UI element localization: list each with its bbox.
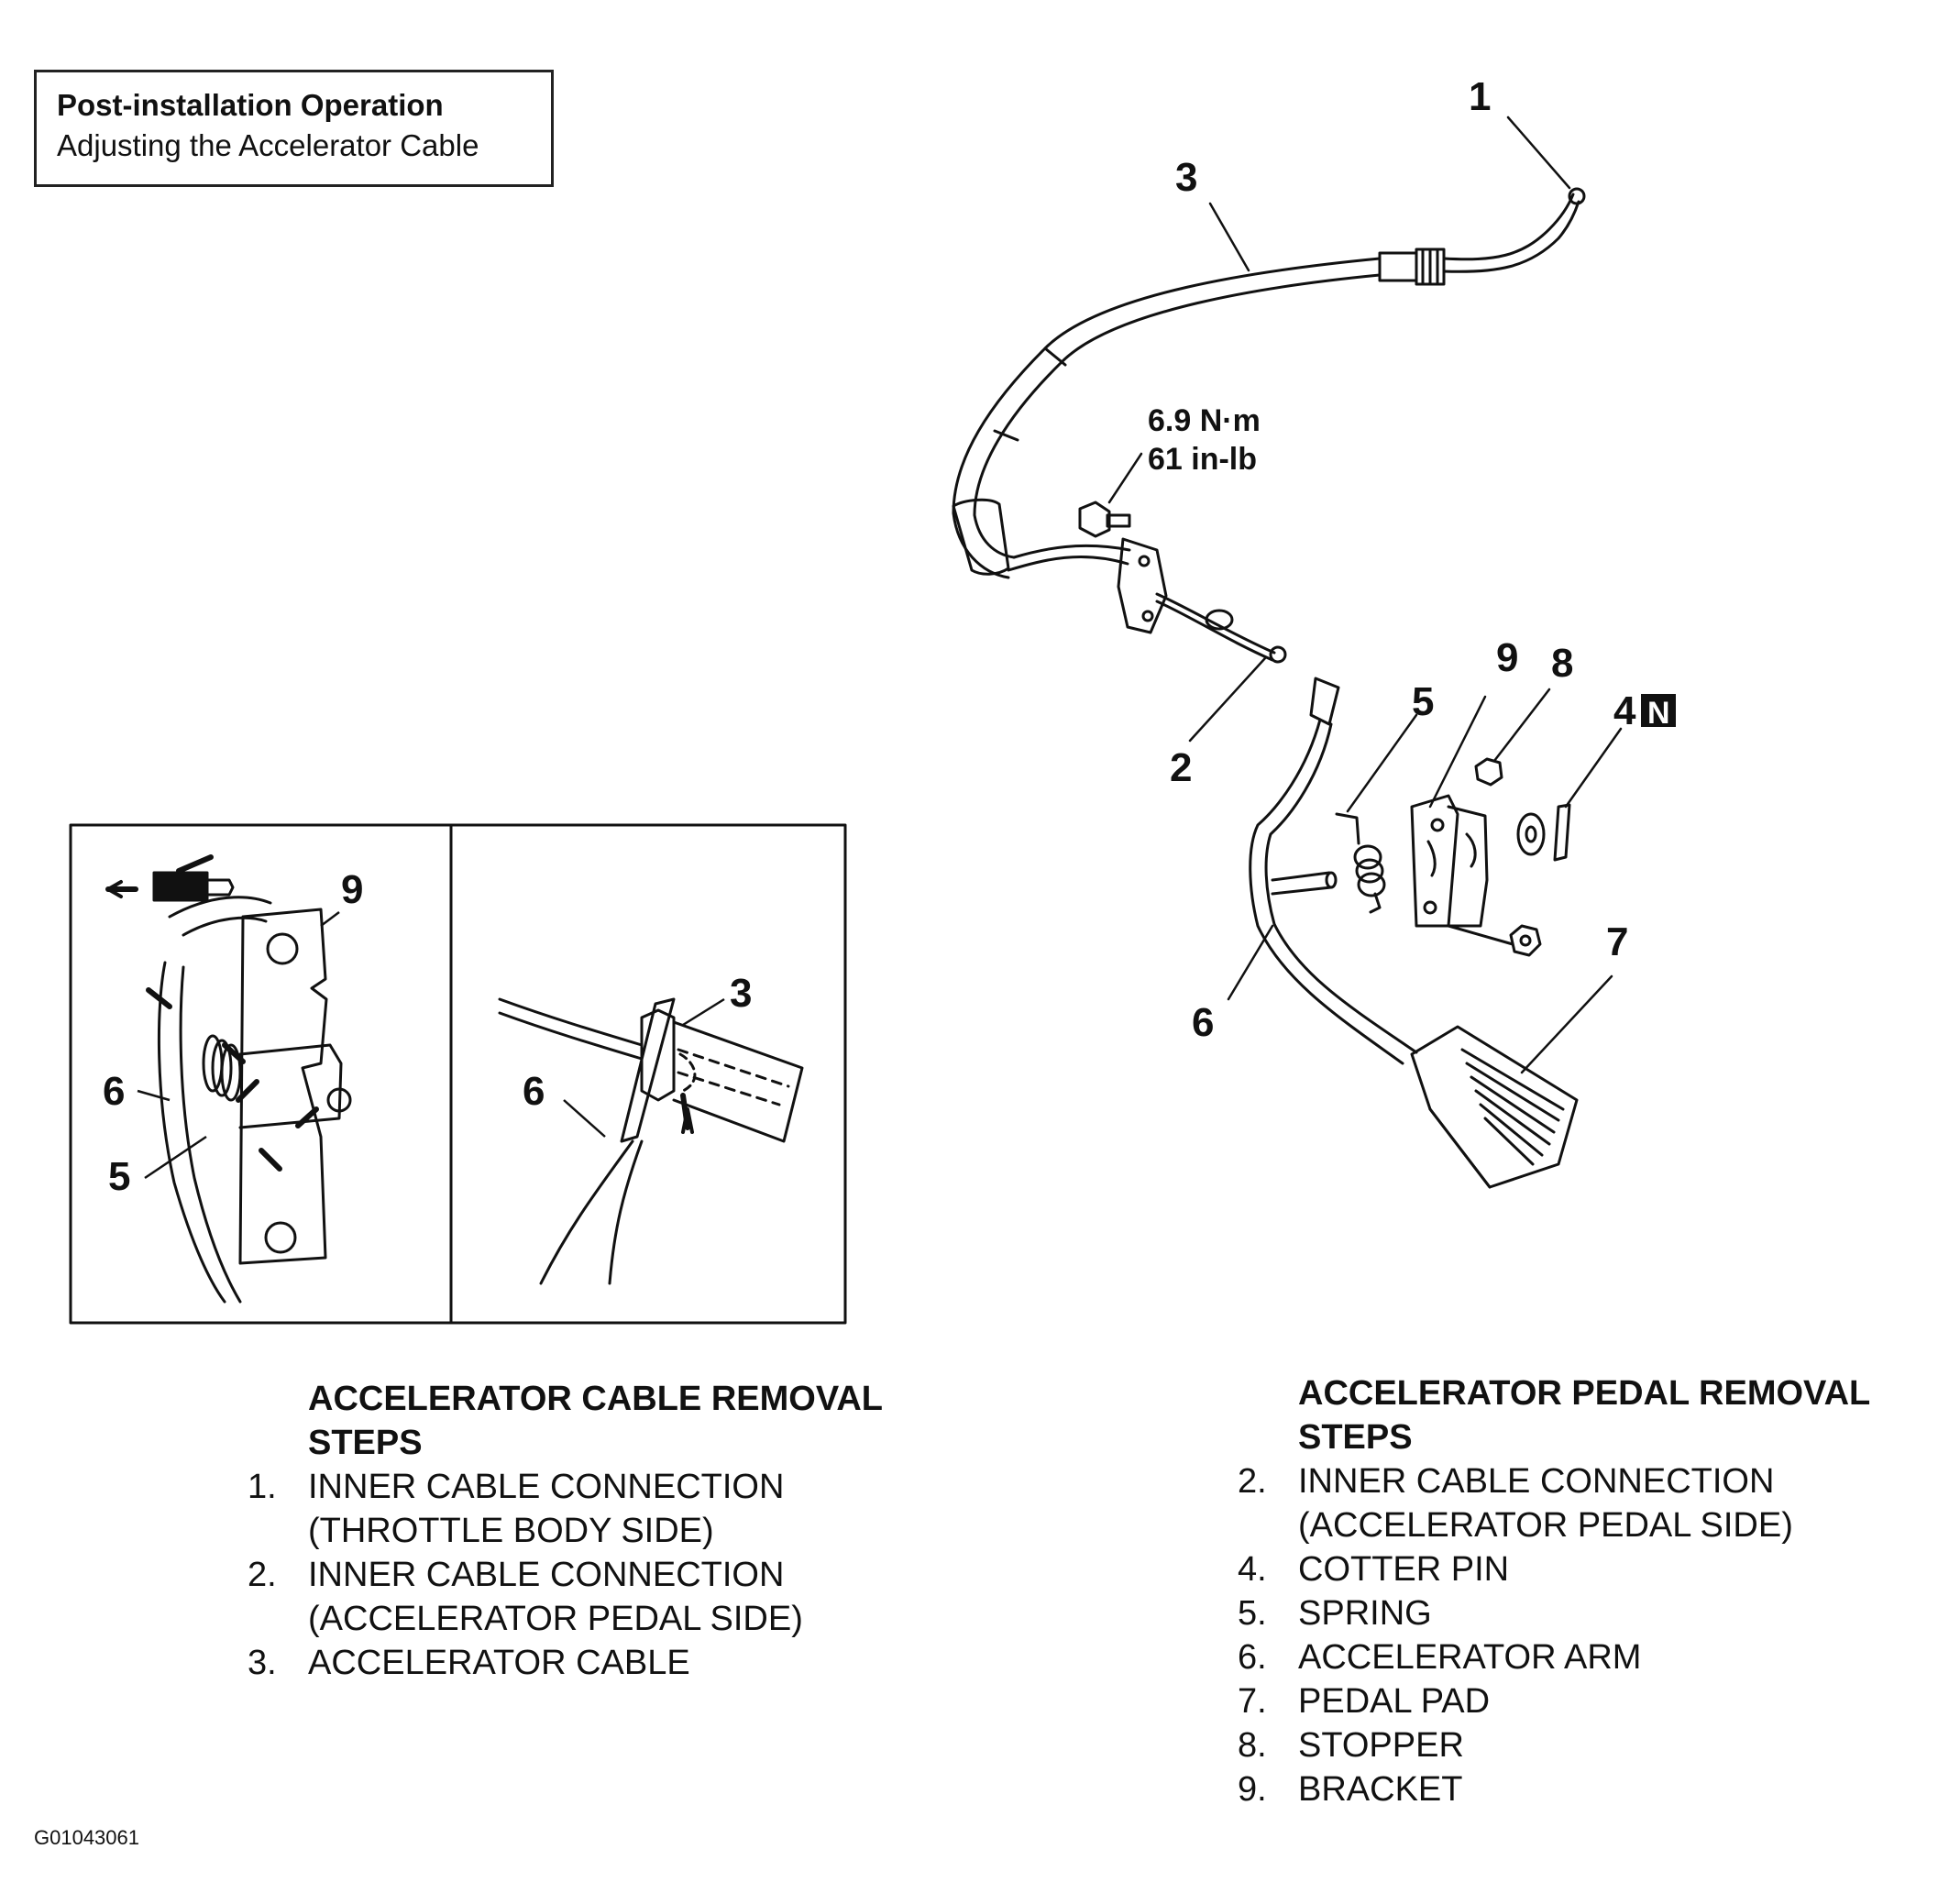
callout-1: 1 [1469, 74, 1491, 119]
new-part-badge-text: N [1647, 696, 1670, 731]
torque-spec-nm: 6.9 N·m [1148, 403, 1261, 438]
figure-code: G01043061 [34, 1826, 139, 1849]
callout-8: 8 [1551, 641, 1573, 686]
callout-9: 9 [1496, 635, 1518, 680]
detail-panel [69, 823, 847, 1325]
detail-right-cable [498, 997, 804, 1285]
cable-steps-heading-2: STEPS [308, 1424, 423, 1462]
callout-5: 5 [1412, 679, 1434, 724]
washer [1516, 812, 1546, 856]
list-item: 6. ACCELERATOR ARM [1238, 1638, 1642, 1677]
list-item: 9. BRACKET [1238, 1770, 1463, 1809]
detail-right-callout-6: 6 [523, 1069, 545, 1114]
bracket-nut [1509, 924, 1542, 957]
detail-left-callout-5: 5 [108, 1154, 130, 1199]
list-item: 1. INNER CABLE CONNECTION [248, 1468, 785, 1506]
callout-7: 7 [1606, 919, 1628, 964]
detail-left-callout-9: 9 [341, 867, 363, 912]
callout-6: 6 [1192, 1000, 1214, 1045]
detail-left-bracket [105, 854, 352, 1304]
accelerator-cable [952, 187, 1586, 664]
list-item: 4. COTTER PIN [1238, 1550, 1510, 1589]
list-item: 5. SPRING [1238, 1594, 1432, 1633]
detail-right-callout-3: 3 [730, 971, 752, 1016]
list-item: 3. ACCELERATOR CABLE [248, 1644, 690, 1682]
cable-steps-heading-1: ACCELERATOR CABLE REMOVAL [308, 1380, 883, 1418]
callout-2: 2 [1170, 745, 1192, 790]
pedal-pad [1410, 1025, 1579, 1189]
list-item: 2. INNER CABLE CONNECTION [248, 1556, 785, 1594]
callout-3: 3 [1175, 155, 1197, 200]
accelerator-arm [1249, 677, 1418, 1065]
cable-mount-bolt [1078, 501, 1131, 538]
pedal-steps-heading-2: STEPS [1298, 1418, 1413, 1457]
bracket [1410, 794, 1514, 946]
torque-spec-inlb: 61 in-lb [1148, 442, 1257, 477]
pedal-removal-steps: ACCELERATOR PEDAL REMOVAL STEPS 2. INNER… [1238, 1371, 1934, 1811]
callout-4: 4 [1613, 688, 1636, 733]
stopper [1474, 757, 1503, 787]
spring [1335, 812, 1386, 914]
cable-removal-steps: ACCELERATOR CABLE REMOVAL STEPS 1. INNER… [248, 1377, 944, 1685]
note-subtitle: Adjusting the Accelerator Cable [57, 128, 479, 162]
pedal-steps-heading-1: ACCELERATOR PEDAL REMOVAL [1298, 1374, 1871, 1413]
list-item: 8. STOPPER [1238, 1726, 1464, 1765]
detail-left-callout-6: 6 [103, 1069, 125, 1114]
new-part-badge [1641, 694, 1676, 727]
leader-lines [1107, 116, 1623, 1074]
note-box: Post-installation Operation Adjusting th… [34, 70, 554, 187]
list-item: 7. PEDAL PAD [1238, 1682, 1491, 1721]
cotter-pin [1553, 803, 1571, 862]
note-title: Post-installation Operation [57, 88, 444, 122]
list-item: 2. INNER CABLE CONNECTION [1238, 1462, 1775, 1501]
